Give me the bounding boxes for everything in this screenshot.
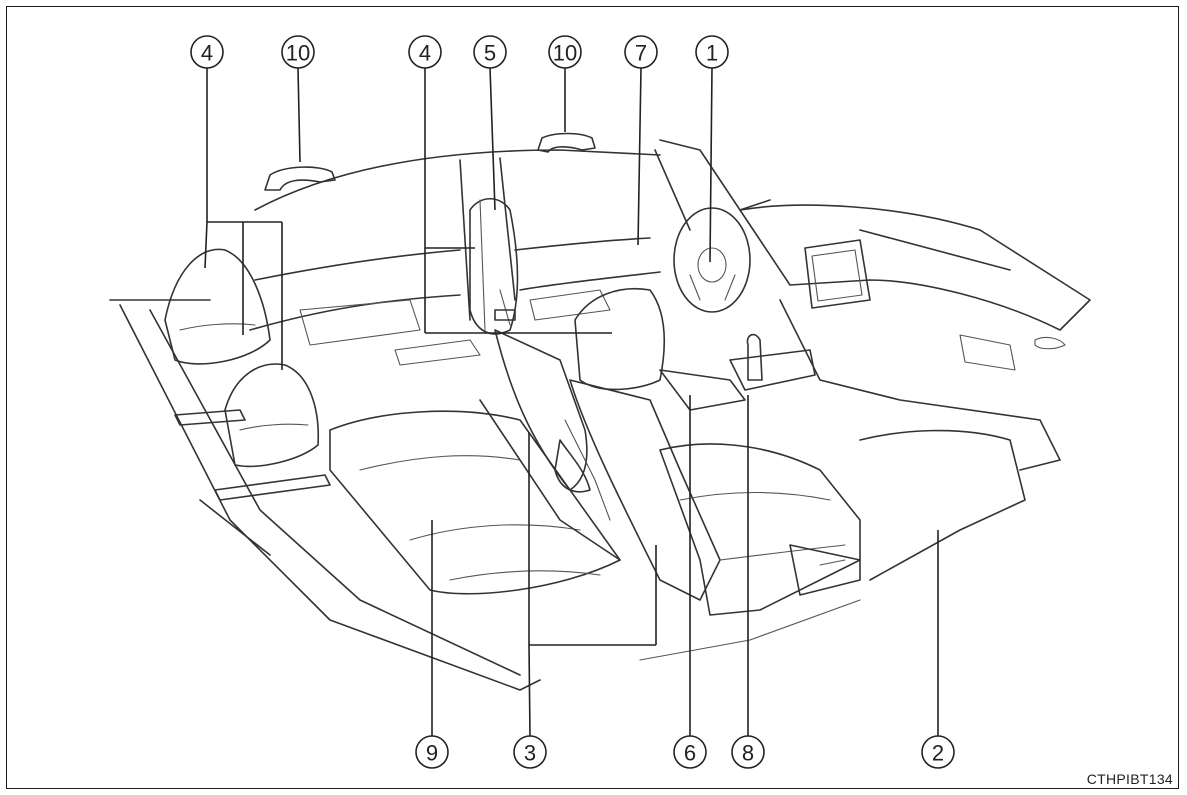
svg-text:10: 10	[286, 41, 310, 66]
callout-6: 6	[673, 735, 707, 769]
leader-lines	[204, 67, 939, 738]
svg-text:5: 5	[484, 41, 496, 66]
svg-text:6: 6	[684, 741, 696, 766]
figure-code: CTHPIBT134	[1086, 771, 1173, 787]
svg-text:9: 9	[426, 741, 438, 766]
callout-2: 2	[921, 735, 955, 769]
svg-text:1: 1	[706, 41, 718, 66]
car-interior-drawing	[109, 132, 1091, 691]
svg-text:4: 4	[201, 41, 213, 66]
callout-3: 3	[513, 735, 547, 769]
callout-5: 5	[473, 35, 507, 69]
svg-text:7: 7	[635, 41, 647, 66]
callout-4-middle: 4	[408, 35, 442, 69]
svg-text:2: 2	[932, 741, 944, 766]
callout-1: 1	[695, 35, 729, 69]
svg-text:8: 8	[742, 741, 754, 766]
svg-text:3: 3	[524, 741, 536, 766]
callout-7: 7	[624, 35, 658, 69]
callout-10-right: 10	[548, 35, 582, 69]
svg-text:4: 4	[419, 41, 431, 66]
figure-frame	[6, 6, 1179, 789]
svg-text:10: 10	[553, 41, 577, 66]
callout-9: 9	[415, 735, 449, 769]
callout-10-left: 10	[281, 35, 315, 69]
callout-4-left: 4	[190, 35, 224, 69]
callout-8: 8	[731, 735, 765, 769]
